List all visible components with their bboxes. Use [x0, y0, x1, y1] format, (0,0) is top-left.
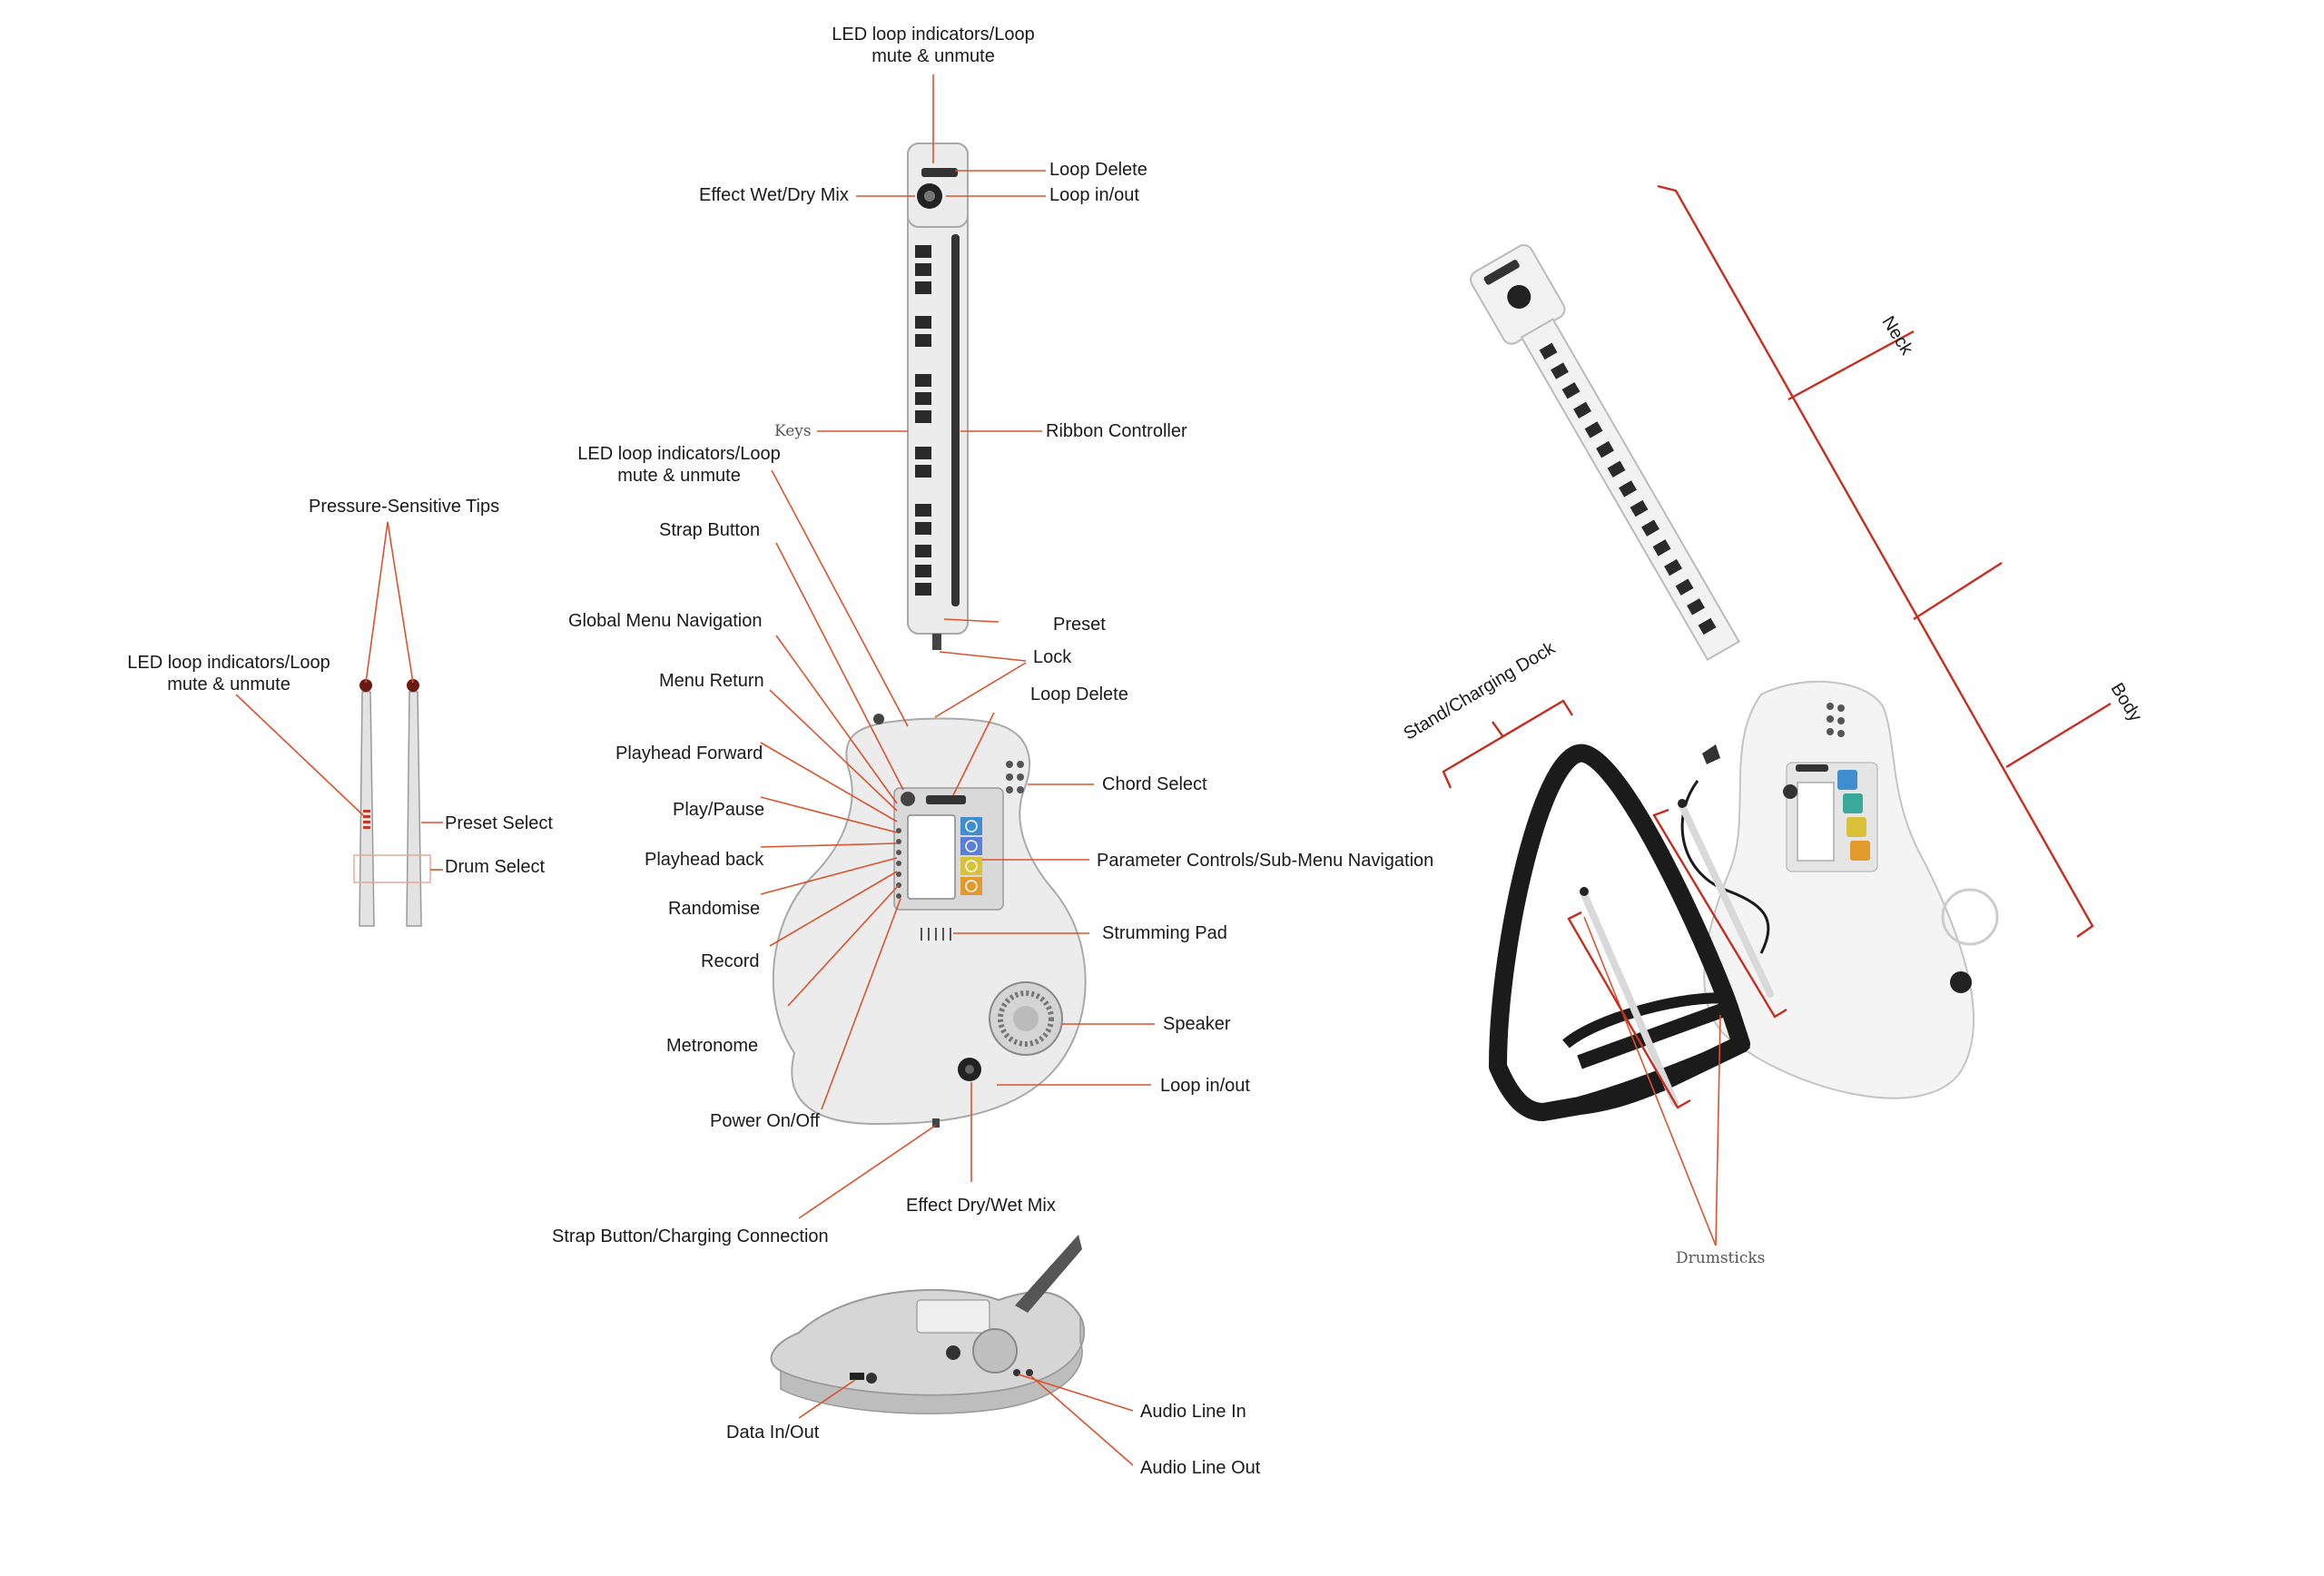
label-loop-delete-body: Loop Delete: [1030, 684, 1128, 705]
label-effect-wet-dry-mix: Effect Wet/Dry Mix: [699, 184, 849, 206]
guitar-bottom-view: [772, 1235, 1085, 1413]
drumsticks-front-view: [354, 679, 430, 926]
label-randomise: Randomise: [668, 898, 760, 920]
label-neck-led-loop-indicators: LED loop indicators/Loop mute & unmute: [817, 24, 1049, 67]
label-audio-line-out: Audio Line Out: [1140, 1457, 1260, 1479]
label-parameter-controls: Parameter Controls/Sub-Menu Navigation: [1097, 850, 1433, 872]
neck-key: [915, 583, 931, 596]
ribbon-controller-strip: [951, 234, 960, 606]
label-power-on-off: Power On/Off: [710, 1110, 820, 1132]
guitar-body-front-view: [773, 714, 1086, 1128]
label-audio-line-in: Audio Line In: [1140, 1401, 1246, 1423]
label-preset: Preset: [1053, 614, 1106, 635]
label-drum-select: Drum Select: [445, 856, 545, 878]
label-stick-led-loop-indicators: LED loop indicators/Loop mute & unmute: [113, 652, 345, 695]
label-menu-return: Menu Return: [659, 670, 764, 692]
label-global-menu-navigation: Global Menu Navigation: [568, 610, 762, 632]
label-loop-delete-neck: Loop Delete: [1049, 159, 1147, 181]
neck-key: [915, 316, 931, 329]
label-pressure-sensitive-tips: Pressure-Sensitive Tips: [309, 496, 499, 517]
neck-key: [915, 545, 931, 557]
label-speaker: Speaker: [1163, 1013, 1231, 1035]
instrument-3d-view: [1467, 241, 1997, 1112]
neck-front-view: [908, 143, 968, 650]
label-body-led-loop-indicators: LED loop indicators/Loop mute & unmute: [563, 443, 795, 487]
neck-key: [915, 374, 931, 387]
label-data-in-out: Data In/Out: [726, 1422, 819, 1443]
neck-key: [915, 263, 931, 276]
label-strap-button-charging: Strap Button/Charging Connection: [552, 1226, 829, 1247]
neck-key: [915, 281, 931, 294]
neck-key: [915, 392, 931, 405]
label-loop-in-out-neck: Loop in/out: [1049, 184, 1139, 206]
label-loop-in-out-body: Loop in/out: [1160, 1075, 1250, 1097]
label-play-pause: Play/Pause: [673, 799, 764, 821]
neck-key: [915, 410, 931, 423]
neck-key: [915, 522, 931, 535]
label-lock: Lock: [1033, 646, 1071, 668]
neck-key: [915, 465, 931, 478]
label-strap-button: Strap Button: [659, 519, 760, 541]
neck-key: [915, 504, 931, 517]
label-effect-dry-wet-mix: Effect Dry/Wet Mix: [906, 1195, 1056, 1216]
neck-key: [915, 245, 931, 258]
neck-key: [915, 334, 931, 347]
label-keys: Keys: [774, 420, 812, 442]
label-drumsticks: Drumsticks: [1676, 1247, 1765, 1269]
neck-key: [915, 447, 931, 459]
neck-key: [915, 565, 931, 577]
label-playhead-forward: Playhead Forward: [615, 743, 763, 764]
label-playhead-back: Playhead back: [645, 849, 763, 871]
label-preset-select: Preset Select: [445, 813, 553, 834]
label-chord-select: Chord Select: [1102, 773, 1207, 795]
label-record: Record: [701, 951, 759, 972]
label-ribbon-controller: Ribbon Controller: [1046, 420, 1187, 442]
label-strumming-pad: Strumming Pad: [1102, 922, 1227, 944]
label-metronome: Metronome: [666, 1035, 758, 1057]
